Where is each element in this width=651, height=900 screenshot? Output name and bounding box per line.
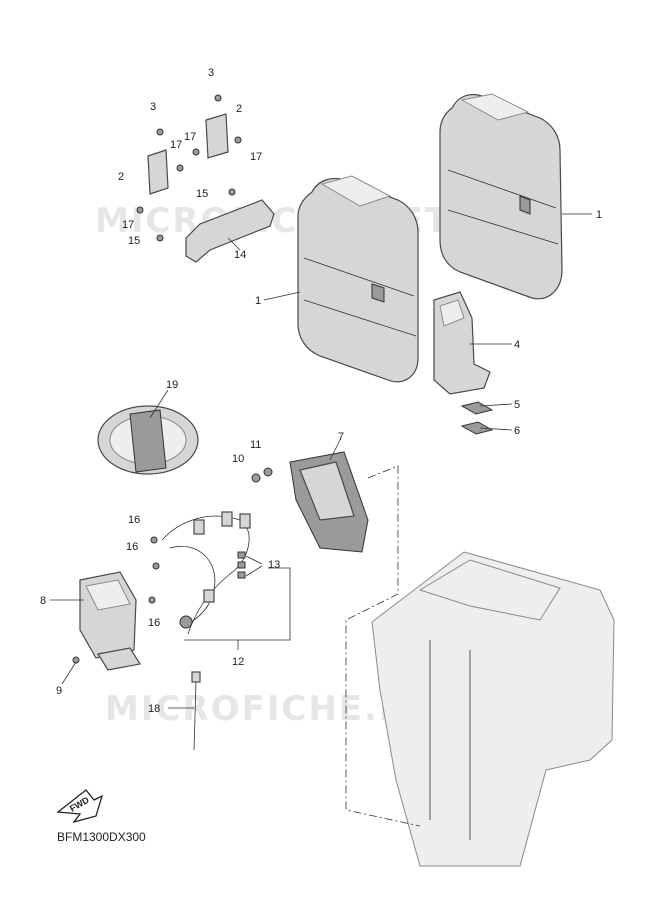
wire-harness — [148, 511, 251, 635]
callout-1a: 1 — [596, 209, 602, 221]
control-unit — [251, 451, 369, 553]
callout-14: 14 — [234, 249, 246, 261]
cable-tie — [191, 671, 201, 751]
callout-8: 8 — [40, 595, 46, 607]
callout-3b: 3 — [150, 101, 156, 113]
callout-15a: 15 — [196, 188, 208, 200]
callout-19: 19 — [166, 379, 178, 391]
grip-strap — [97, 405, 199, 475]
leader-lines — [50, 213, 592, 709]
mount-bracket-assembly — [136, 94, 275, 263]
callout-17c: 17 — [250, 151, 262, 163]
pad-upper — [460, 401, 494, 415]
callout-17b: 17 — [170, 139, 182, 151]
callout-3a: 3 — [208, 67, 214, 79]
callout-2b: 2 — [118, 171, 124, 183]
callout-5: 5 — [514, 399, 520, 411]
callout-7: 7 — [338, 431, 344, 443]
callout-2a: 2 — [236, 103, 242, 115]
pad-lower — [460, 421, 494, 435]
storage-compartment — [371, 551, 615, 867]
callout-13: 13 — [268, 559, 280, 571]
callout-12: 12 — [232, 656, 244, 668]
callout-4: 4 — [514, 339, 520, 351]
callout-11: 11 — [250, 439, 261, 451]
callout-16b: 16 — [126, 541, 138, 553]
link-line-compartment — [345, 465, 421, 827]
fwd-arrow-icon: FWD — [56, 789, 104, 824]
callout-9: 9 — [56, 685, 62, 697]
callout-10: 10 — [232, 453, 244, 465]
callout-17d: 17 — [122, 219, 134, 231]
callout-6: 6 — [514, 425, 520, 437]
callout-labels: 1 1 2 2 3 3 4 5 6 7 8 9 10 11 12 13 14 1… — [40, 67, 602, 715]
callout-16c: 16 — [148, 617, 160, 629]
callout-15b: 15 — [128, 235, 140, 247]
saddlebag-left — [297, 175, 419, 383]
callout-16a: 16 — [128, 514, 140, 526]
saddlebag-right — [439, 93, 563, 300]
callout-18: 18 — [148, 703, 160, 715]
side-cover — [433, 291, 491, 395]
ecu-box — [72, 571, 141, 671]
callout-1b: 1 — [255, 295, 261, 307]
diagram-code: BFM1300DX300 — [57, 830, 146, 844]
callout-17a: 17 — [184, 131, 196, 143]
